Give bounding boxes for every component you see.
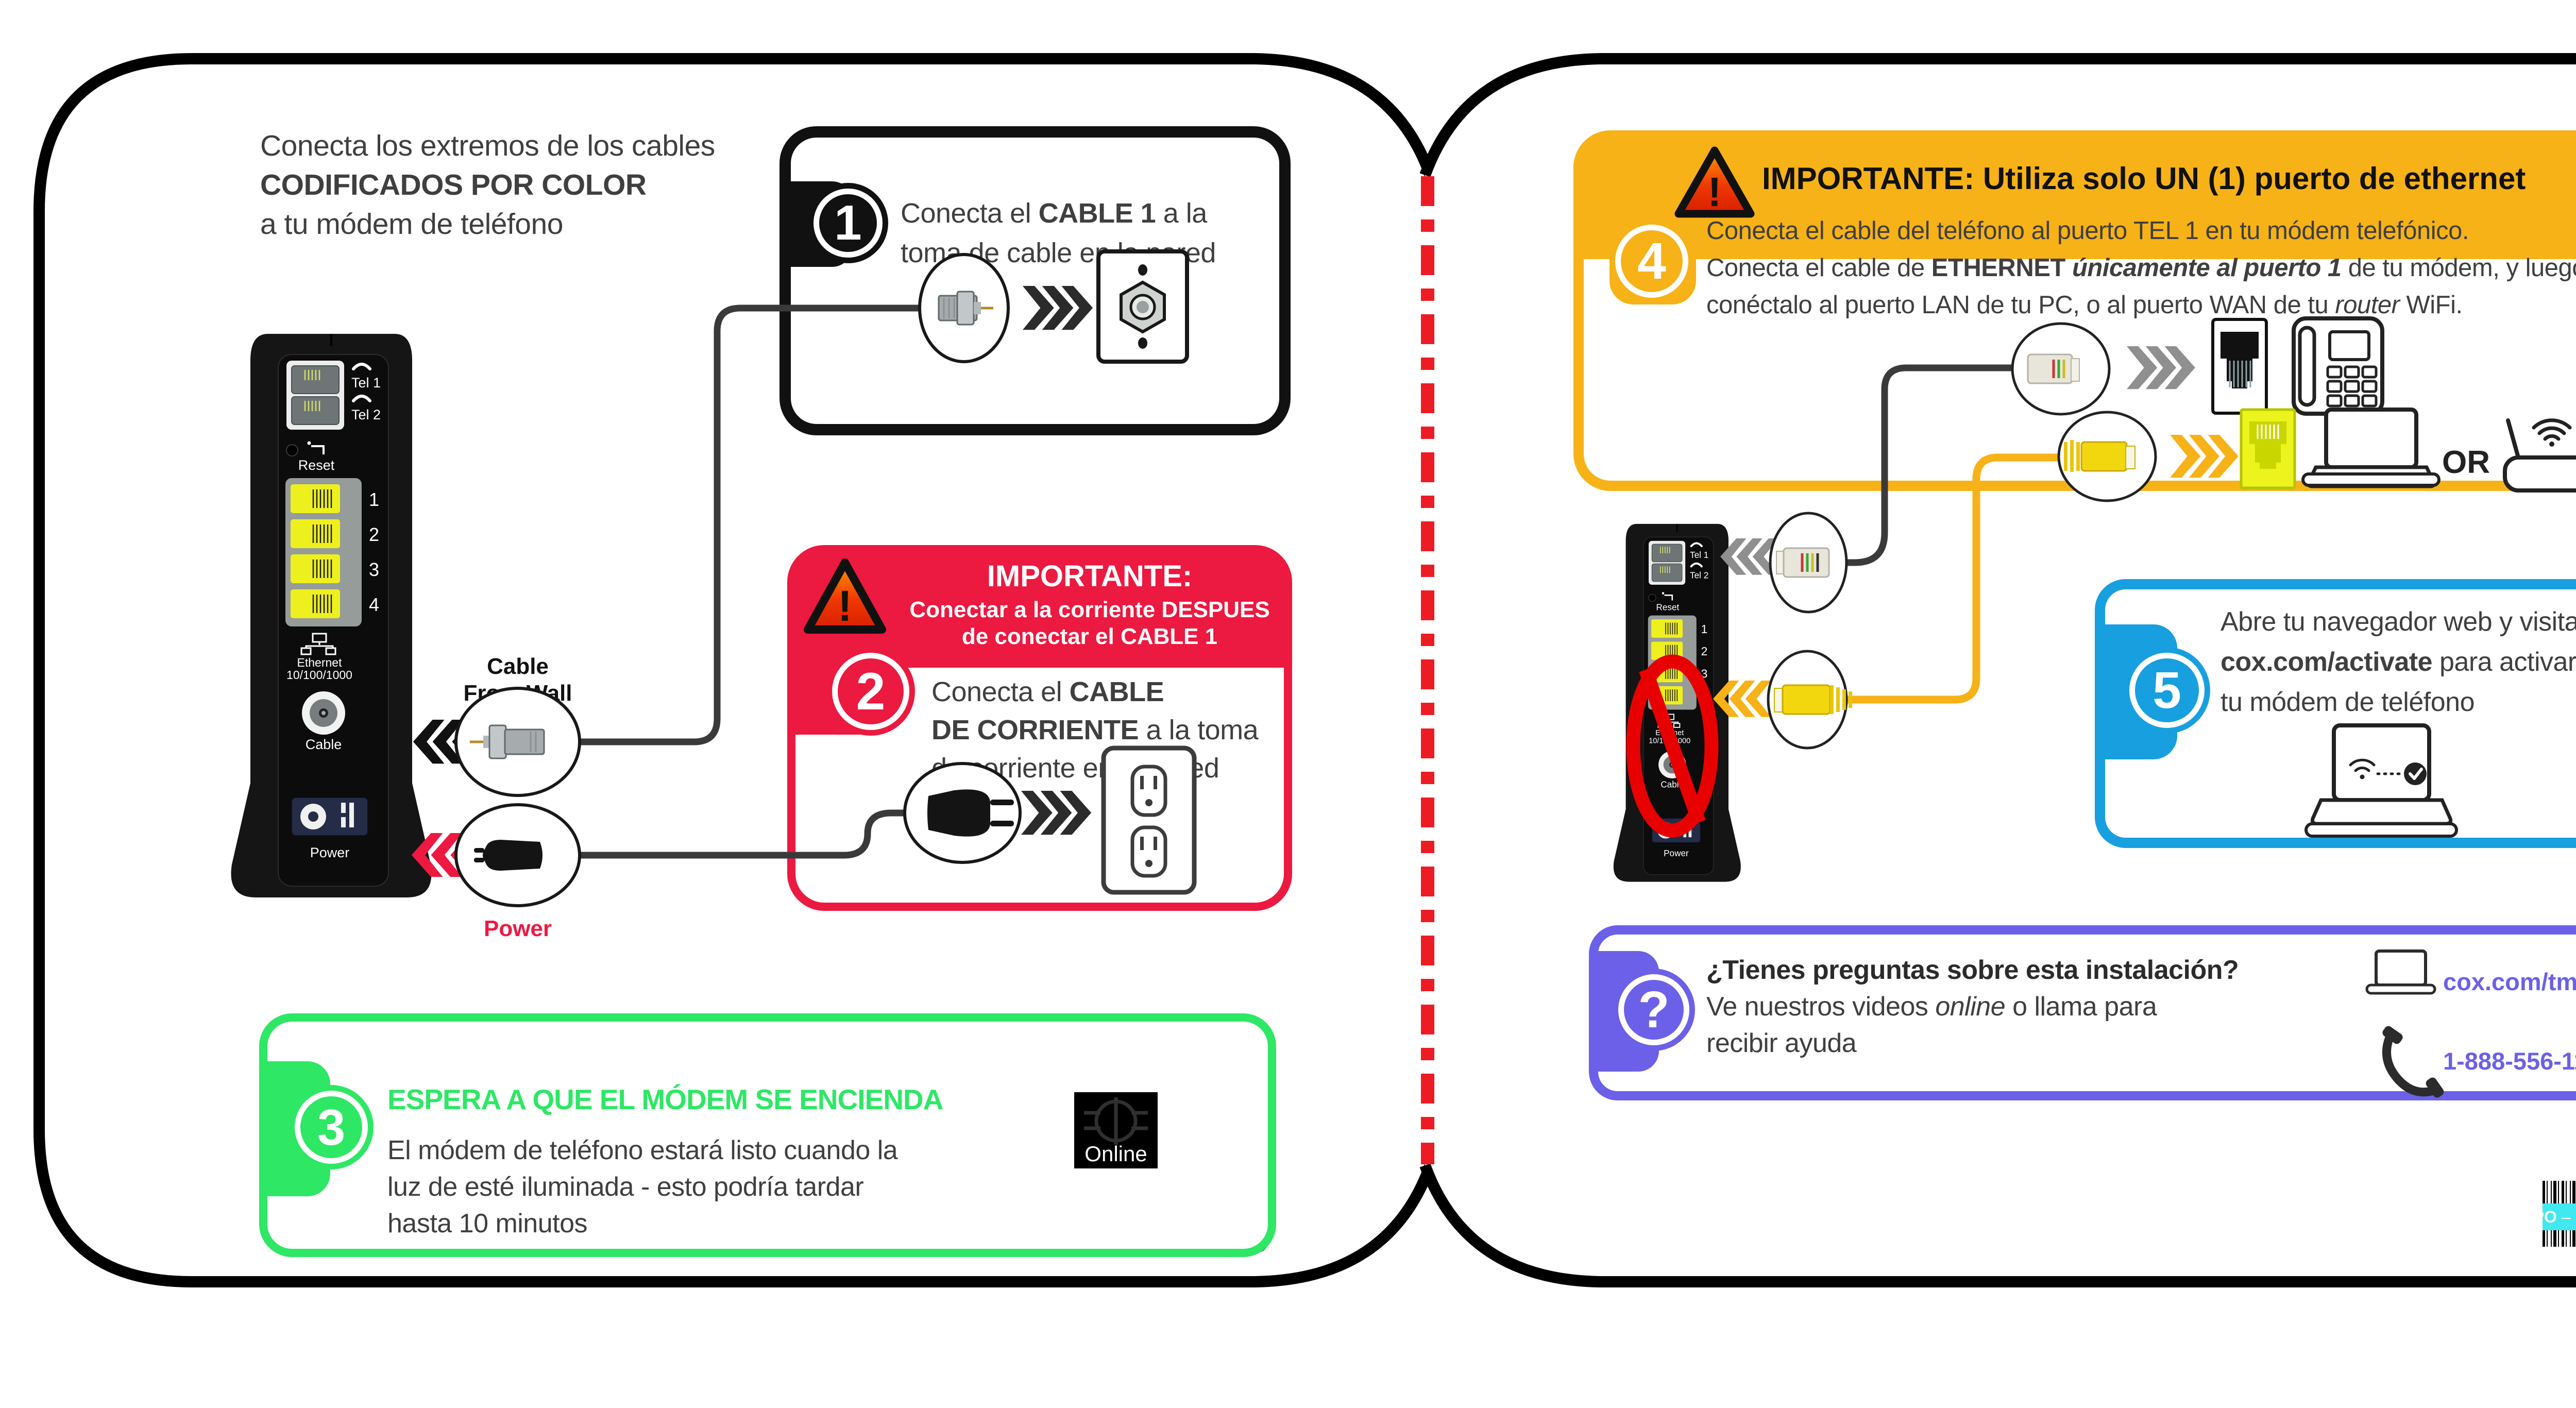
intro-line1: Conecta los extremos de los cables xyxy=(260,129,715,162)
help-phone: 1-888-556-1193 xyxy=(2443,1047,2576,1075)
step2-text: Conecta el CABLE DE CORRIENTE a la toma … xyxy=(931,676,1259,784)
step2-number: 2 xyxy=(826,647,915,736)
intro-line3: a tu módem de teléfono xyxy=(260,208,563,241)
intro-line2: CODIFICADOS POR COLOR xyxy=(260,168,647,201)
step3-text: El módem de teléfono estará listo cuando… xyxy=(387,1135,898,1239)
step5-text: Abre tu navegador web y visita cox.com/a… xyxy=(2221,607,2576,717)
step5-number: 5 xyxy=(2124,647,2210,734)
help-text: ¿Tienes preguntas sobre esta instalación… xyxy=(1706,955,2239,1058)
barcode: FPO – Code 128 – 520-3485 xyxy=(2523,1181,2576,1247)
step3-title: ESPERA A QUE EL MÓDEM SE ENCIENDA xyxy=(387,1083,943,1115)
step4-number: 4 xyxy=(1609,219,1694,303)
help-number: ? xyxy=(1613,969,1695,1051)
online-callout-label: Online xyxy=(1084,1142,1147,1166)
cable-from-wall-label: Cable From Wall xyxy=(463,654,572,706)
power-label: Power xyxy=(483,916,552,941)
barcode-band: FPO – Code 128 – 520-3485 xyxy=(2523,1203,2576,1230)
step1-box xyxy=(779,126,1291,435)
step1-text: Conecta el CABLE 1 a la toma de cable en… xyxy=(901,198,1216,268)
step1-number: 1 xyxy=(808,183,888,263)
intro-text: Conecta los extremos de los cables CODIF… xyxy=(260,126,806,244)
online-callout: Online xyxy=(1074,1092,1158,1168)
help-url: cox.com/tm3402 xyxy=(2443,968,2576,995)
or-label: OR xyxy=(2442,445,2490,480)
step4-text: Conecta el cable del teléfono al puerto … xyxy=(1706,217,2576,319)
barcode-number: 520-3485 xyxy=(2543,1154,2576,1174)
step3-number: 3 xyxy=(289,1085,374,1169)
warning2-text: IMPORTANTE: Conectar a la corriente DESP… xyxy=(909,559,1270,649)
step4-warning-title: IMPORTANTE: Utiliza solo UN (1) puerto d… xyxy=(1762,161,2526,196)
